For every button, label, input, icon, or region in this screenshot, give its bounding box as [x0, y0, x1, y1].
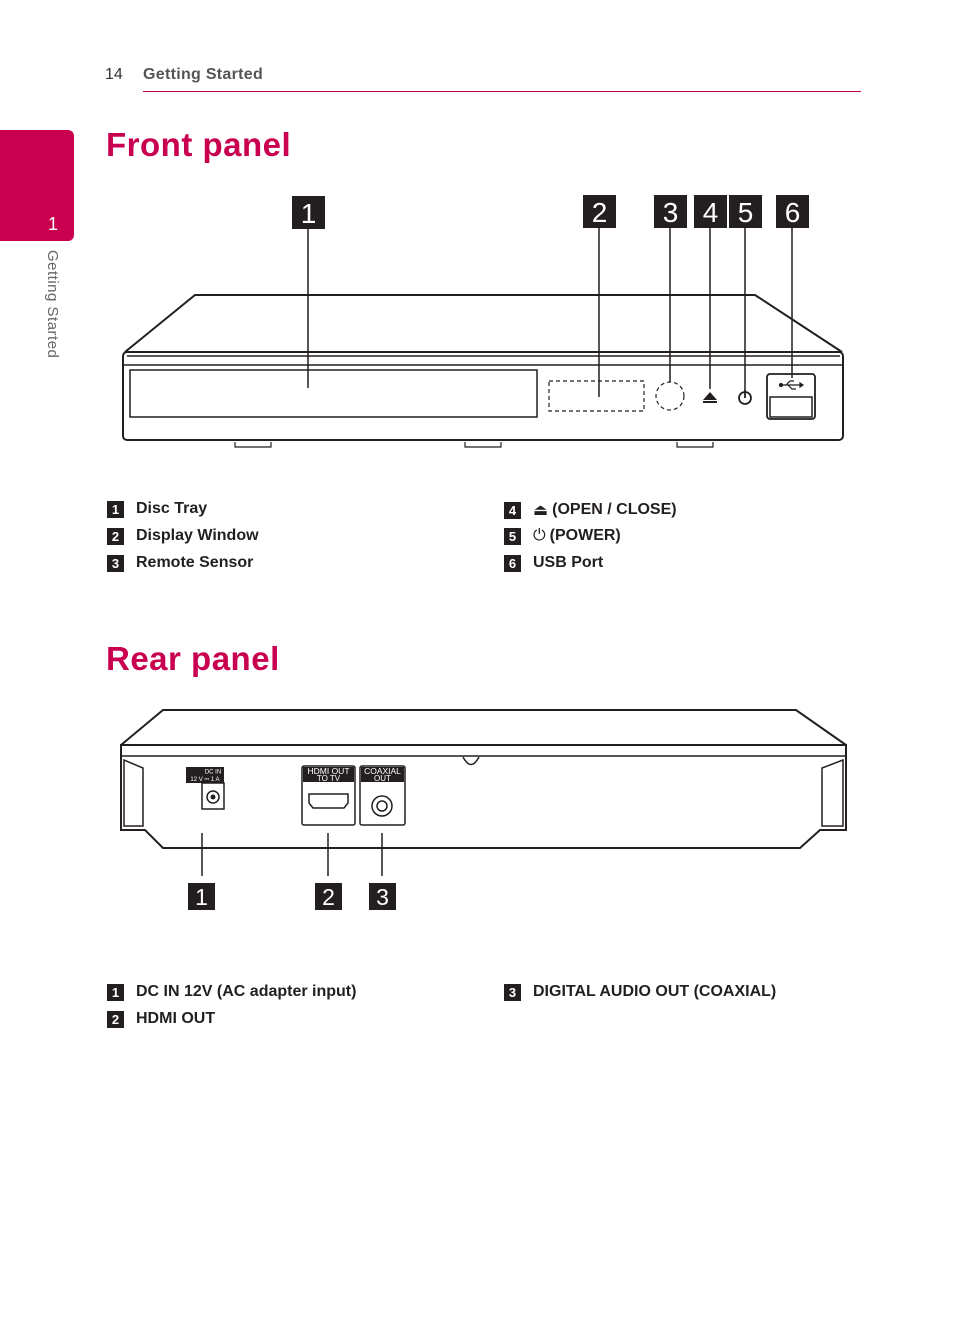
- legend-label: HDMI OUT: [136, 1010, 216, 1027]
- legend-item: 3 DIGITAL AUDIO OUT (COAXIAL): [504, 983, 776, 1001]
- usb-icon: [778, 380, 805, 390]
- rear-body-outline: [120, 744, 847, 849]
- eject-icon: ⏏: [533, 502, 549, 519]
- legend-badge: 3: [504, 983, 521, 1001]
- callout-badge: [583, 195, 616, 228]
- coaxial-label-plate: [361, 767, 404, 782]
- coaxial-jack-outer: [371, 795, 393, 817]
- legend-badge: 4: [504, 501, 521, 519]
- legend-label: DC IN 12V (AC adapter input): [136, 983, 357, 1000]
- chapter-tab: [0, 130, 74, 241]
- legend-badge: 6: [504, 554, 521, 572]
- legend-item: 4 ⏏ (OPEN / CLOSE): [504, 500, 677, 520]
- legend-item: 5 ⏻ (POWER): [504, 527, 621, 545]
- legend-item: 6 USB Port: [504, 554, 603, 572]
- front-callout-2: 2: [592, 197, 608, 228]
- coaxial-port: [359, 765, 406, 826]
- callout-badge: [188, 883, 215, 910]
- hdmi-connector: [308, 793, 349, 809]
- rear-top-outline: [120, 709, 847, 746]
- front-panel-title: Front panel: [106, 126, 292, 163]
- legend-label: (POWER): [549, 527, 621, 544]
- player-top-outline: [124, 294, 843, 353]
- power-icon: ⏻: [533, 527, 546, 544]
- legend-badge: 3: [107, 554, 124, 572]
- legend-item: 1 DC IN 12V (AC adapter input): [107, 983, 356, 1001]
- legend-item: 3 Remote Sensor: [107, 554, 253, 572]
- front-callout-1: 1: [301, 198, 317, 229]
- usb-slot: [769, 396, 813, 418]
- legend-label: Disc Tray: [136, 500, 208, 517]
- coaxial-jack-inner: [376, 800, 388, 812]
- legend-item: 1 Disc Tray: [107, 500, 207, 518]
- hdmi-label-line2: TO TV: [317, 774, 341, 783]
- front-callout-5: 5: [738, 197, 754, 228]
- callout-badge: [654, 195, 687, 228]
- legend-item: 2 Display Window: [107, 527, 259, 545]
- front-callout-6: 6: [785, 197, 801, 228]
- legend-label: (OPEN / CLOSE): [552, 501, 677, 518]
- legend-badge: 5: [504, 527, 521, 545]
- hdmi-label-plate: [303, 767, 354, 782]
- callout-badge: [776, 195, 809, 228]
- callout-badge: [729, 195, 762, 228]
- front-callouts: 1 2 3 4 5 6: [292, 195, 809, 229]
- dc-in-jack: [206, 790, 220, 804]
- legend-badge: 2: [107, 527, 124, 545]
- disc-tray: [129, 369, 538, 418]
- callout-badge: [694, 195, 727, 228]
- usb-port: [766, 373, 816, 420]
- rear-callout-3: 3: [376, 884, 389, 910]
- front-callout-4: 4: [703, 197, 719, 228]
- callout-badge: [315, 883, 342, 910]
- foot: [234, 442, 272, 448]
- callout-badge: [292, 196, 325, 229]
- remote-sensor: [655, 381, 685, 411]
- header-rule: [143, 91, 861, 92]
- callout-badge: [369, 883, 396, 910]
- player-front-outline: [122, 351, 844, 441]
- rear-left-grip: [123, 758, 144, 827]
- header-section-title: Getting Started: [143, 66, 264, 83]
- front-callout-3: 3: [663, 197, 679, 228]
- rear-panel-diagram: [120, 709, 847, 876]
- legend-label: DIGITAL AUDIO OUT (COAXIAL): [533, 983, 777, 1000]
- legend-label: USB Port: [533, 554, 604, 571]
- legend-label: Remote Sensor: [136, 554, 254, 571]
- rear-right-grip: [821, 758, 844, 827]
- legend-badge: 1: [107, 983, 124, 1001]
- coaxial-label-line2: OUT: [374, 774, 391, 783]
- legend-badge: 1: [107, 500, 124, 518]
- hdmi-port: [301, 765, 356, 826]
- coaxial-label-line1: COAXIAL: [364, 766, 401, 776]
- rear-notch: [462, 756, 480, 766]
- eject-icon: [703, 392, 717, 403]
- hdmi-label-line1: HDMI OUT: [307, 766, 349, 776]
- rear-callout-2: 2: [322, 884, 335, 910]
- legend-badge: 2: [107, 1010, 124, 1028]
- dc-in-label-line2: 12 V ⎓ 1 A: [190, 777, 219, 783]
- dc-in-label-plate: [186, 767, 224, 783]
- legend-item: 2 HDMI OUT: [107, 1010, 215, 1028]
- rear-callout-1: 1: [195, 884, 208, 910]
- display-window: [548, 380, 645, 412]
- chapter-number: 1: [48, 214, 59, 234]
- chapter-label: Getting Started: [44, 250, 61, 359]
- foot: [676, 442, 714, 448]
- dc-in-label-line1: DC IN: [205, 770, 221, 776]
- legend-label: Display Window: [136, 527, 259, 544]
- foot: [464, 442, 502, 448]
- page-number: 14: [105, 66, 123, 83]
- rear-panel-title: Rear panel: [106, 640, 280, 677]
